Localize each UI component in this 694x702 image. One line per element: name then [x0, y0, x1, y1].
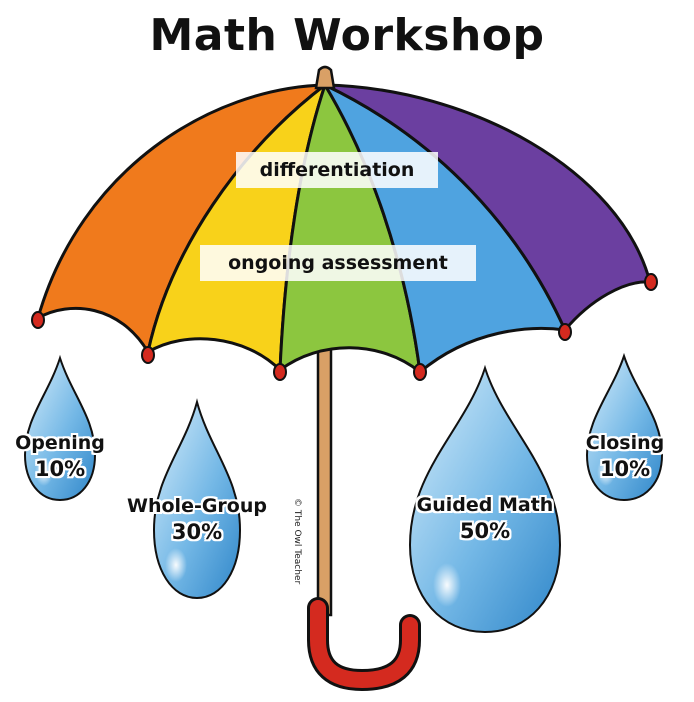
drop-label-whole-group: Whole-Group 30%	[112, 493, 282, 545]
drop-label-closing: Closing 10%	[570, 430, 680, 482]
umbrella-canopy	[36, 83, 652, 374]
label-differentiation: differentiation	[236, 152, 438, 188]
raindrop-closing	[585, 352, 664, 502]
raindrop-opening	[23, 354, 97, 502]
drop-percent: 10%	[599, 457, 651, 481]
drop-name: Closing	[585, 432, 665, 454]
drop-name: Opening	[15, 432, 105, 454]
drop-name: Whole-Group	[127, 495, 267, 517]
raindrop-guided-math	[408, 364, 562, 634]
drop-label-opening: Opening 10%	[5, 430, 115, 482]
drop-name: Guided Math	[416, 494, 554, 516]
label-ongoing-assessment: ongoing assessment	[200, 245, 476, 281]
copyright-credit: © The Owl Teacher	[292, 498, 302, 585]
canopy-panel-purple	[323, 83, 652, 332]
drop-percent: 10%	[34, 457, 86, 481]
umbrella-shaft	[316, 328, 333, 617]
rib-tips	[31, 273, 658, 381]
drop-percent: 50%	[459, 519, 511, 543]
raindrop-whole-group	[152, 398, 242, 600]
drop-label-guided-math: Guided Math 50%	[400, 492, 570, 544]
drop-percent: 30%	[171, 520, 223, 544]
page-title: Math Workshop	[149, 10, 545, 61]
umbrella-tip	[314, 65, 336, 90]
